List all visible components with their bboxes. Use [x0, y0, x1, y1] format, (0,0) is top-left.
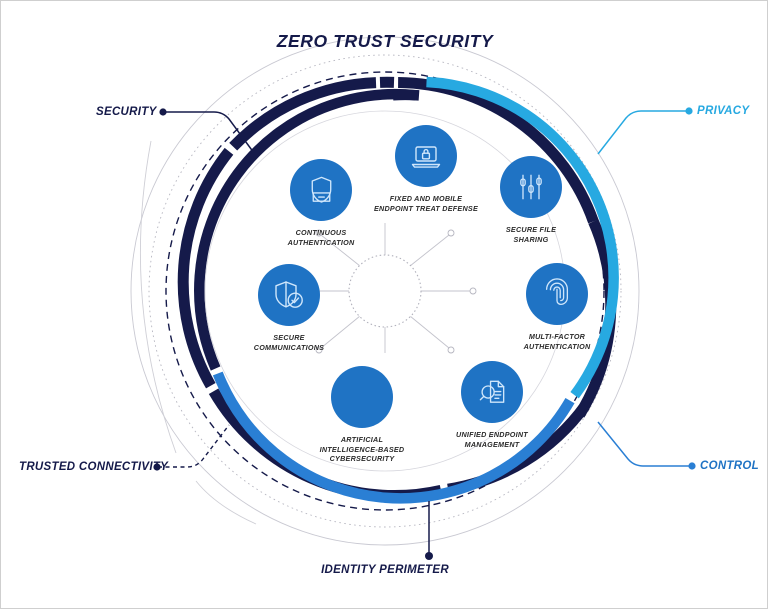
fingerprint-icon: [541, 278, 573, 310]
node-bubble-ai-cybersecurity[interactable]: [331, 366, 393, 428]
hub-circle: [348, 254, 422, 328]
node-caption-multi-factor-authentication: MULTI-FACTOR AUTHENTICATION: [523, 332, 591, 351]
connector-security: [164, 111, 255, 154]
connector-dot-trusted-connectivity: [153, 463, 161, 471]
node-ai-cybersecurity[interactable]: ARTIFICIAL INTELLIGENCE-BASED CYBERSECUR…: [292, 366, 432, 464]
background-guide-curves: [139, 140, 257, 525]
magnifier-document-icon: [476, 376, 509, 409]
callout-label-trusted-connectivity: TRUSTED CONNECTIVITY: [19, 461, 169, 473]
connector-trusted-connectivity: [158, 424, 230, 468]
node-caption-continuous-auth: CONTINUOUS AUTHENTICATION: [287, 228, 355, 247]
dashed-perimeter-ring: [165, 71, 605, 511]
callout-label-identity-perimeter: IDENTITY PERIMETER: [321, 564, 449, 576]
connector-dot-identity-perimeter: [425, 552, 433, 560]
callout-label-privacy: PRIVACY: [697, 105, 750, 117]
node-bubble-secure-file-sharing[interactable]: [500, 156, 562, 218]
node-secure-communications[interactable]: SECURE COMMUNICATIONS: [219, 264, 359, 352]
node-caption-secure-communications: SECURE COMMUNICATIONS: [253, 333, 325, 352]
shield-badge-icon: [305, 174, 338, 207]
node-caption-ai-cybersecurity: ARTIFICIAL INTELLIGENCE-BASED CYBERSECUR…: [319, 435, 405, 463]
node-caption-endpoint-defense: FIXED AND MOBILE ENDPOINT TREAT DEFENSE: [373, 194, 478, 213]
connector-privacy: [597, 110, 688, 155]
inner-blue-ring: [212, 371, 575, 504]
node-bubble-continuous-auth[interactable]: [290, 159, 352, 221]
inner-cyan-ring: [426, 76, 619, 399]
callout-label-security: SECURITY: [96, 106, 157, 118]
node-secure-file-sharing[interactable]: SECURE FILE SHARING: [461, 156, 601, 244]
connector-dot-security: [159, 108, 167, 116]
node-bubble-secure-communications[interactable]: [258, 264, 320, 326]
shield-check-icon: [272, 278, 306, 312]
laptop-lock-icon: [409, 139, 443, 173]
sliders-icon: [515, 171, 547, 203]
node-continuous-auth[interactable]: CONTINUOUS AUTHENTICATION: [251, 159, 391, 247]
node-bubble-multi-factor-authentication[interactable]: [526, 263, 588, 325]
node-bubble-unified-endpoint-management[interactable]: [461, 361, 523, 423]
node-unified-endpoint-management[interactable]: UNIFIED ENDPOINT MANAGEMENT: [422, 361, 562, 449]
node-multi-factor-authentication[interactable]: MULTI-FACTOR AUTHENTICATION: [487, 263, 627, 351]
page-title: ZERO TRUST SECURITY: [276, 31, 494, 51]
outer-dotted-guide-circle: [148, 54, 622, 528]
callout-label-control: CONTROL: [700, 460, 759, 472]
outer-guide-circle: [130, 36, 640, 546]
connector-dot-control: [688, 462, 696, 470]
node-caption-unified-endpoint-management: UNIFIED ENDPOINT MANAGEMENT: [456, 430, 528, 449]
connector-control: [597, 421, 691, 467]
node-bubble-endpoint-defense[interactable]: [395, 125, 457, 187]
connector-dot-privacy: [685, 107, 693, 115]
inner-navy-ring: [194, 88, 417, 371]
node-endpoint-defense[interactable]: FIXED AND MOBILE ENDPOINT TREAT DEFENSE: [356, 125, 496, 213]
node-caption-secure-file-sharing: SECURE FILE SHARING: [505, 225, 557, 244]
